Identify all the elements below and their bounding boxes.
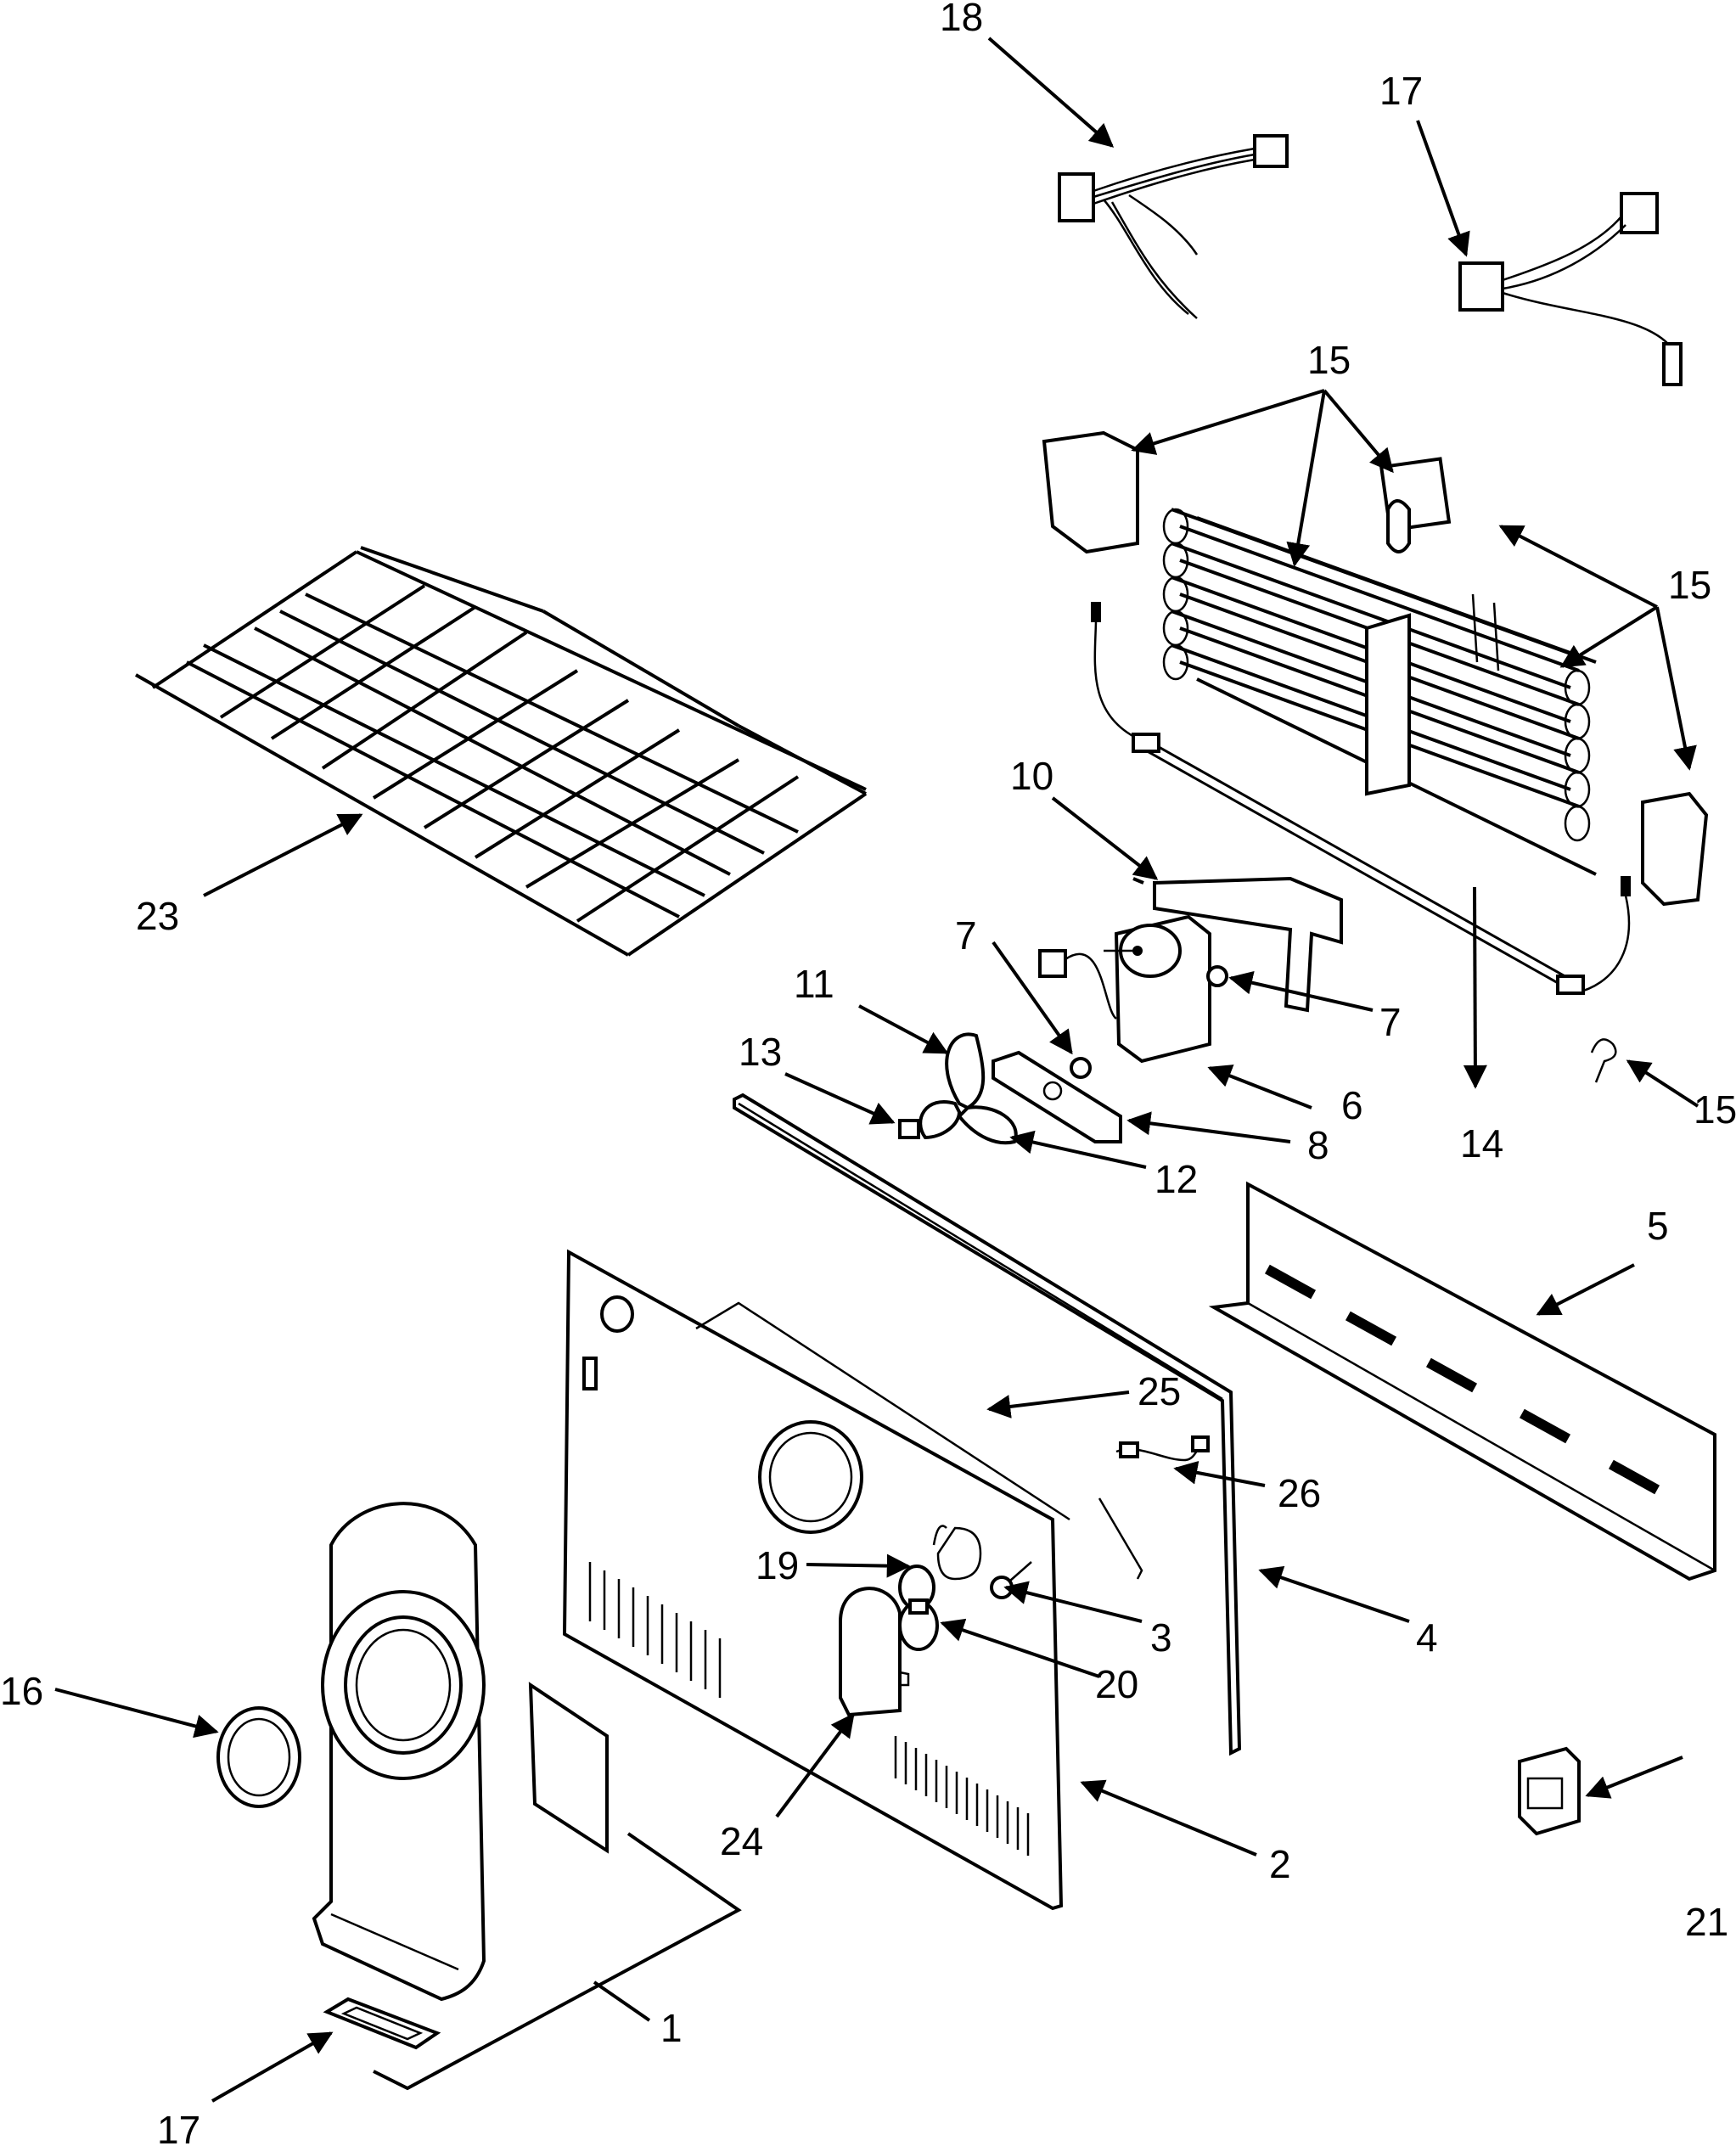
fan-bracket-9 xyxy=(1153,876,1343,1013)
callout-20: 21 xyxy=(1685,1900,1728,1944)
callout-16: 16 xyxy=(0,1669,43,1713)
callout-7-upper: 7 xyxy=(955,913,977,958)
callout-5: 5 xyxy=(1647,1204,1669,1248)
cover-plate xyxy=(528,1682,609,1854)
callout-17: 17 xyxy=(157,2108,200,2146)
callout-11: 12 xyxy=(1155,1157,1198,1201)
callout-24: 24 xyxy=(720,1819,763,1863)
retainer-12 xyxy=(898,1119,920,1139)
channel-5 xyxy=(1208,1181,1716,1581)
callout-21: 19 xyxy=(756,1543,799,1587)
ring-16 xyxy=(216,1706,301,1808)
gasket-25 xyxy=(733,1093,1242,1756)
callout-22: 20 xyxy=(1095,1662,1138,1706)
defrost-heater-leads xyxy=(1091,602,1631,995)
rear-panel-vents-left xyxy=(588,1562,722,1698)
callout-7-lower: 7 xyxy=(1379,1000,1402,1044)
light-bulb-22 xyxy=(898,1598,939,1651)
gasket-17 xyxy=(323,1997,441,2050)
callout-4: 4 xyxy=(1416,1615,1438,1660)
leader-arrows xyxy=(54,37,1699,2103)
defrost-heater-13 xyxy=(1132,733,1585,995)
wire-lead-26 xyxy=(1115,1435,1210,1462)
callout-19: 18 xyxy=(940,0,983,39)
callout-14: 15 xyxy=(1694,1087,1736,1132)
evaporator-coils xyxy=(1162,508,1597,876)
callout-23: 23 xyxy=(136,894,179,938)
callout-13: 14 xyxy=(1460,1121,1503,1166)
callout-12: 13 xyxy=(739,1030,782,1074)
grommet-7a xyxy=(1070,1057,1092,1079)
rear-panel-vents-right xyxy=(894,1736,1030,1856)
callout-2: 2 xyxy=(1269,1842,1291,1886)
callout-6: 6 xyxy=(1341,1083,1363,1127)
part-1-bracket xyxy=(373,1832,742,2091)
motor-mount-8 xyxy=(992,1050,1122,1143)
wire-harness-19 xyxy=(1058,134,1289,319)
fan-blade-11 xyxy=(919,1032,1018,1145)
callout-18: 17 xyxy=(1379,69,1423,113)
callout-15-right: 15 xyxy=(1668,563,1711,607)
callout-25: 25 xyxy=(1138,1369,1181,1413)
fan-motor-6 xyxy=(1038,914,1211,1064)
callout-10: 11 xyxy=(794,962,834,1006)
callout-1: 1 xyxy=(660,2006,683,2050)
switch-20 xyxy=(1518,1746,1581,1836)
defrost-control-18 xyxy=(1458,192,1683,386)
callout-3: 3 xyxy=(1150,1615,1172,1660)
wire-shelf-23 xyxy=(135,546,868,957)
callout-8: 8 xyxy=(1307,1123,1329,1167)
callout-9: 10 xyxy=(1010,754,1053,798)
callout-15-top: 15 xyxy=(1307,338,1351,382)
rear-panel-2 xyxy=(562,1249,1070,1911)
evaporator-15 xyxy=(1042,430,1709,995)
grommet-7b xyxy=(1206,965,1228,987)
callout-26: 26 xyxy=(1278,1471,1321,1515)
clip-14 xyxy=(1590,1038,1617,1083)
air-duct-1 xyxy=(312,1502,486,2002)
light-shield-24 xyxy=(839,1587,910,1717)
